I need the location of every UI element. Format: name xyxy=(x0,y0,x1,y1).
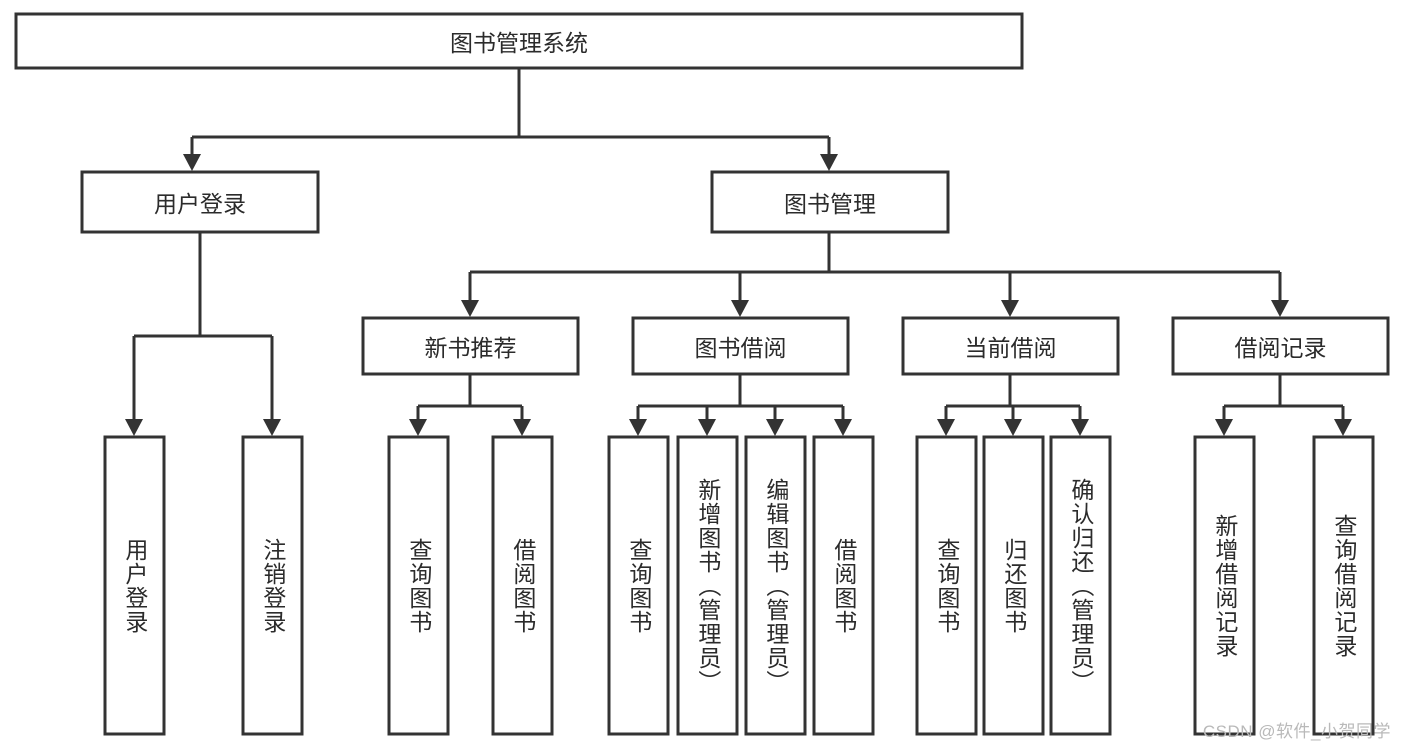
arrow-head-icon xyxy=(1334,419,1352,436)
arrow-head-icon xyxy=(513,419,531,436)
arrow-head-icon xyxy=(766,419,784,436)
edge-bookborrow-to-leaves xyxy=(629,375,852,436)
leaf-add-borrow-record[interactable] xyxy=(1193,435,1256,736)
node-book-management[interactable] xyxy=(710,170,950,234)
arrow-head-icon xyxy=(834,419,852,436)
leaf-return-book[interactable] xyxy=(982,435,1045,736)
leaf-edit-book-admin[interactable] xyxy=(744,435,807,736)
arrow-head-icon xyxy=(183,154,201,171)
node-user-login[interactable] xyxy=(80,170,320,234)
leaf-borrow-book-1[interactable] xyxy=(491,435,554,736)
arrow-head-icon xyxy=(125,419,143,436)
edge-root-to-level2 xyxy=(183,68,838,171)
node-new-book-recommend[interactable] xyxy=(361,316,580,376)
edge-currentborrow-to-leaves xyxy=(937,375,1089,436)
leaf-query-borrow-record[interactable] xyxy=(1312,435,1375,736)
leaf-borrow-book-2[interactable] xyxy=(812,435,875,736)
leaf-logout[interactable] xyxy=(241,435,304,736)
node-book-borrow[interactable] xyxy=(631,316,850,376)
arrow-head-icon xyxy=(263,419,281,436)
arrow-head-icon xyxy=(820,154,838,171)
arrow-head-icon xyxy=(1004,419,1022,436)
arrow-head-icon xyxy=(731,300,749,317)
watermark-text: CSDN @软件_小贺同学 xyxy=(1202,722,1391,741)
arrow-head-icon xyxy=(937,419,955,436)
node-borrow-record[interactable] xyxy=(1171,316,1390,376)
leaf-query-book-2[interactable] xyxy=(607,435,670,736)
edge-bookmgmt-to-level3 xyxy=(461,232,1289,317)
node-current-borrow[interactable] xyxy=(901,316,1120,376)
edge-newbook-to-leaves xyxy=(409,375,531,436)
leaf-user-login[interactable] xyxy=(103,435,166,736)
arrow-head-icon xyxy=(1271,300,1289,317)
edge-userlogin-to-leaves xyxy=(125,232,281,436)
arrow-head-icon xyxy=(629,419,647,436)
arrow-head-icon xyxy=(461,300,479,317)
arrow-head-icon xyxy=(698,419,716,436)
arrow-head-icon xyxy=(1071,419,1089,436)
edge-borrowrecord-to-leaves xyxy=(1215,375,1352,436)
arrow-head-icon xyxy=(1001,300,1019,317)
leaf-confirm-return-admin[interactable] xyxy=(1049,435,1112,736)
arrow-head-icon xyxy=(1215,419,1233,436)
node-root[interactable] xyxy=(14,12,1024,70)
leaf-query-book-3[interactable] xyxy=(915,435,978,736)
leaf-query-book-1[interactable] xyxy=(387,435,450,736)
arrow-head-icon xyxy=(409,419,427,436)
leaf-add-book-admin[interactable] xyxy=(676,435,739,736)
